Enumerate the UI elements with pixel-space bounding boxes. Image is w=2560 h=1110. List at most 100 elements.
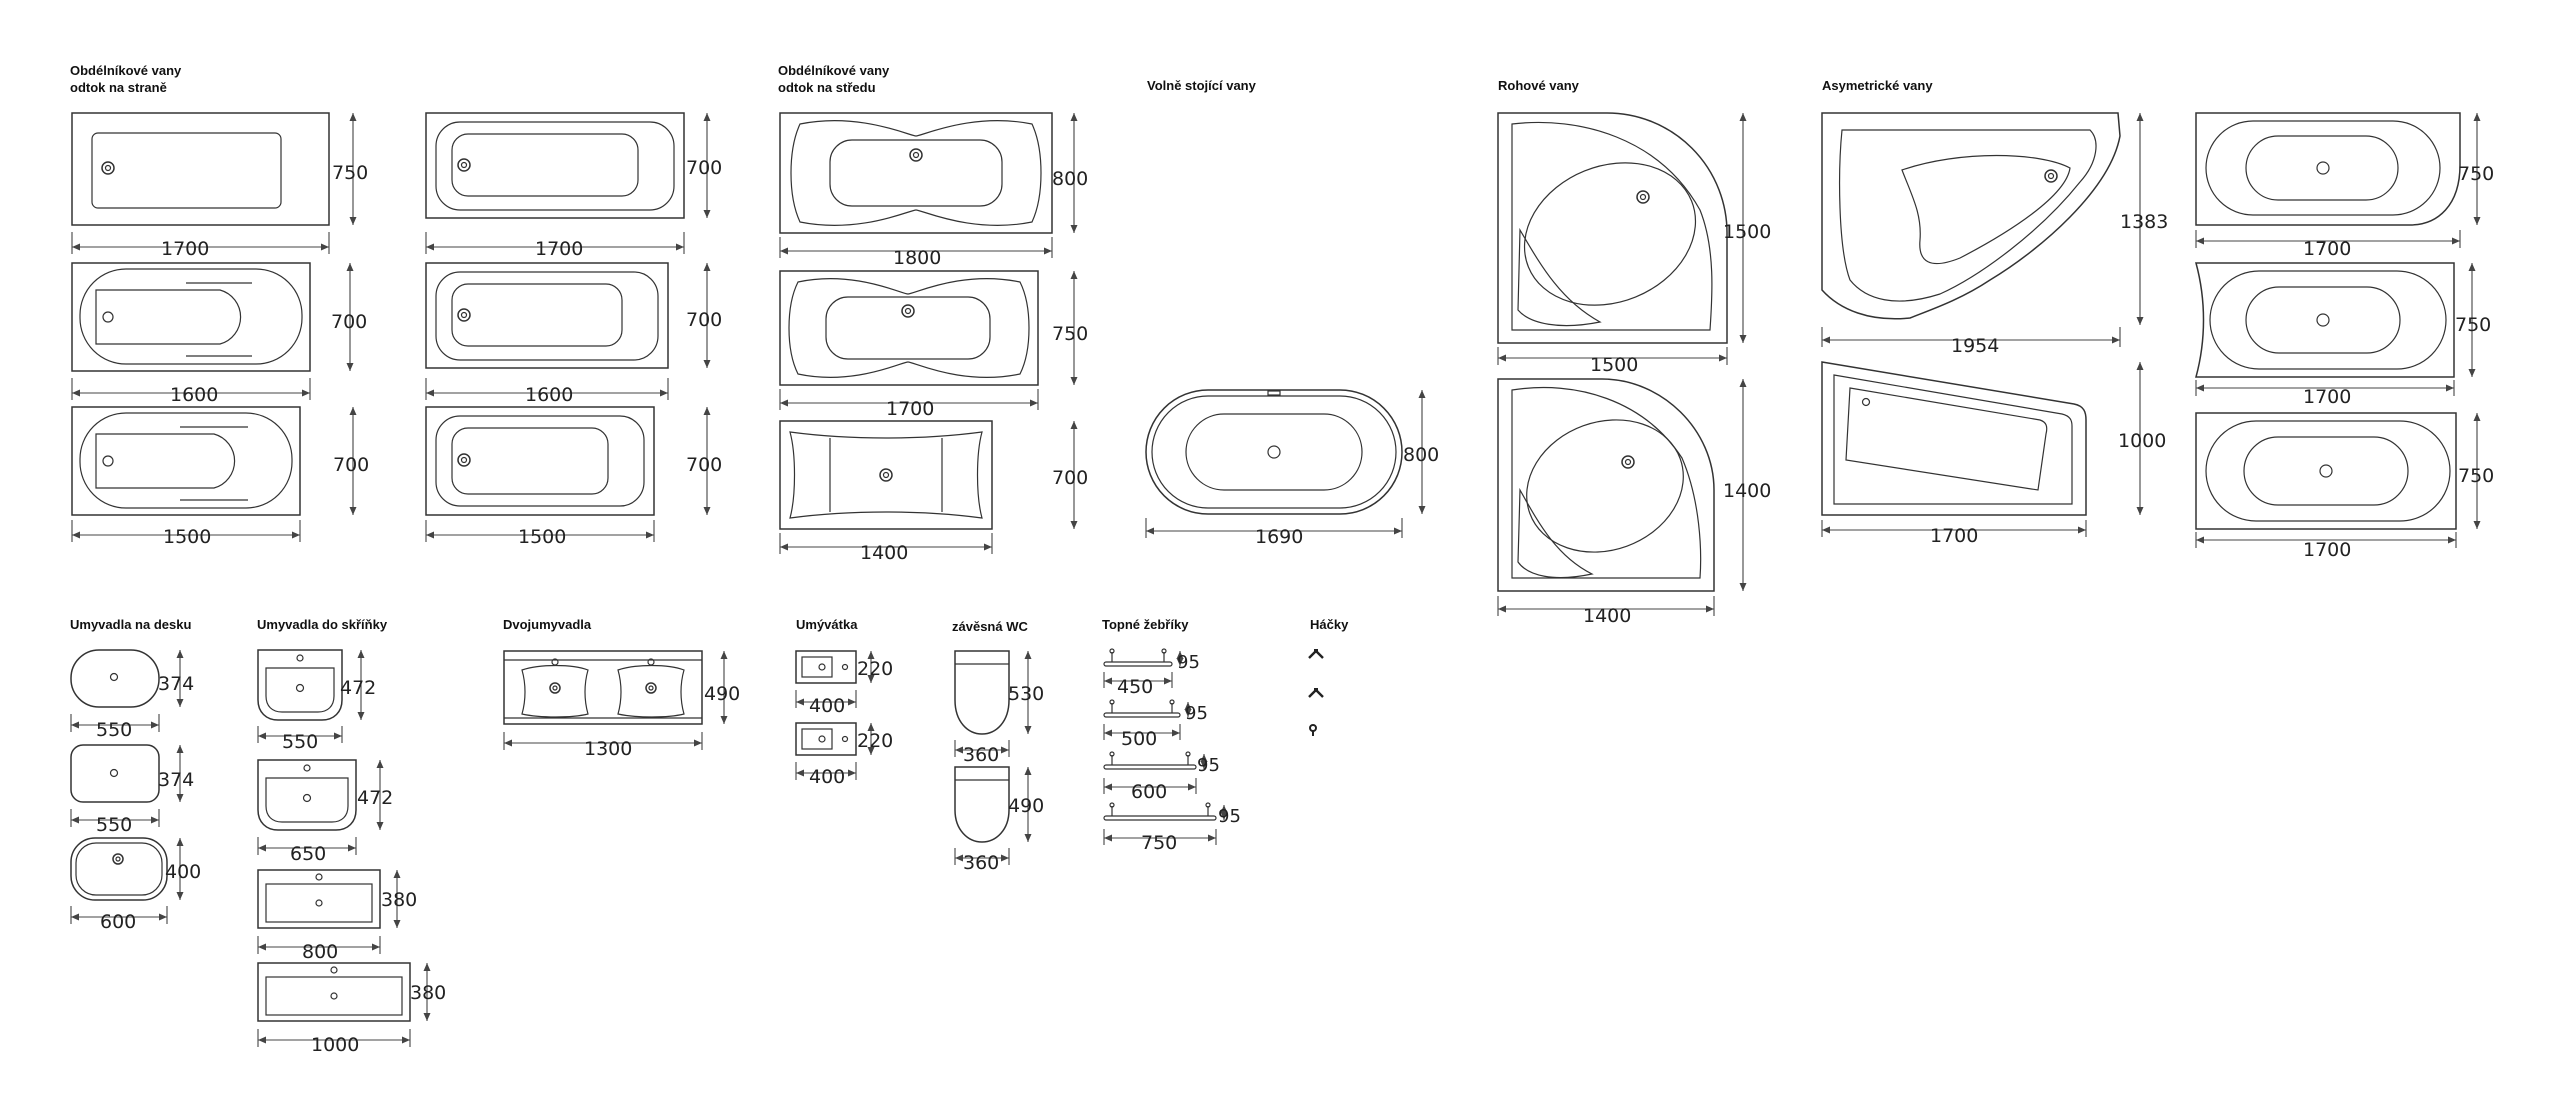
bathtub-corner-1400: 1400 1400 [1497, 378, 1771, 627]
header-freestanding: Volně stojící vany [1147, 78, 1257, 93]
dim-g3-height: 750 [2458, 465, 2494, 487]
basin-cabinet-800: 800 380 [257, 869, 417, 963]
dim-l2-height: 490 [1008, 795, 1044, 817]
dim-b2-width: 1600 [525, 384, 573, 406]
dim-b1-height: 700 [686, 157, 722, 179]
dim-k2-width: 400 [809, 766, 845, 788]
header-towel-rails: Topné žebříky [1102, 617, 1189, 632]
bathtub-asymmetric-1954: 1954 1383 [1821, 112, 2168, 357]
wc-wall-530: 360 530 [954, 650, 1044, 766]
dim-h3-height: 400 [165, 861, 201, 883]
hook-icon [1308, 649, 1324, 659]
dim-g3-width: 1700 [2303, 539, 2351, 561]
header-rect-center-line1: Obdélníkové vany [778, 63, 890, 78]
dim-c3-width: 1400 [860, 542, 908, 564]
wc-wall-490: 360 490 [954, 766, 1044, 874]
bathtub-a1: 1700 750 [71, 112, 368, 260]
bathtub-freestanding: 1690 800 [1145, 389, 1439, 548]
header-small-basins: Umývátka [796, 617, 858, 632]
dim-i2-height: 472 [357, 787, 393, 809]
dim-l2-width: 360 [963, 852, 999, 874]
dim-i3-width: 800 [302, 941, 338, 963]
dim-k2-height: 220 [857, 730, 893, 752]
basin-cabinet-550: 550 472 [257, 649, 376, 753]
hooks [1308, 649, 1324, 736]
dim-h2-width: 550 [96, 814, 132, 836]
dim-c1-width: 1800 [893, 247, 941, 269]
dim-asym2-width: 1700 [1930, 525, 1978, 547]
header-wall-wc: závěsná WC [952, 619, 1028, 634]
dim-i3-height: 380 [381, 889, 417, 911]
header-rect-side-line1: Obdélníkové vany [70, 63, 182, 78]
dim-b2-height: 700 [686, 309, 722, 331]
dim-b3-height: 700 [686, 454, 722, 476]
dim-m4-height: 95 [1218, 806, 1241, 827]
bathtub-a2: 1600 700 [71, 262, 367, 406]
dim-h2-height: 374 [158, 769, 194, 791]
towel-rail-750: 750 95 [1103, 802, 1241, 854]
dim-m1-height: 95 [1177, 652, 1200, 673]
dim-h3-width: 600 [100, 911, 136, 933]
bathtub-asymmetric-1700: 1700 1000 [1821, 361, 2166, 547]
bathtub-b1: 1700 700 [425, 112, 722, 260]
bathtub-b2: 1600 700 [425, 262, 722, 406]
hook-icon [1308, 688, 1324, 698]
basin-countertop-2: 550 374 [70, 744, 194, 836]
dim-m1-width: 450 [1117, 676, 1153, 698]
dim-m2-width: 500 [1121, 728, 1157, 750]
dim-c2-width: 1700 [886, 398, 934, 420]
dim-corner1-width: 1500 [1590, 354, 1638, 376]
dim-a3-width: 1500 [163, 526, 211, 548]
dim-i1-width: 550 [282, 731, 318, 753]
dim-freestanding-height: 800 [1403, 444, 1439, 466]
dim-i2-width: 650 [290, 843, 326, 865]
bathtub-g2: 1700 750 [2195, 262, 2491, 408]
dim-i4-width: 1000 [311, 1034, 359, 1056]
bathtub-g3: 1700 750 [2195, 412, 2494, 561]
dim-g2-height: 750 [2455, 314, 2491, 336]
dim-g1-height: 750 [2458, 163, 2494, 185]
towel-rail-600: 600 95 [1103, 751, 1220, 803]
header-rect-side-line2: odtok na straně [70, 80, 167, 95]
header-rect-center-line2: odtok na středu [778, 80, 876, 95]
basin-small-2: 400 220 [795, 722, 893, 788]
section-headers: Obdélníkové vany odtok na straně Obdélní… [70, 63, 1933, 634]
dim-l1-height: 530 [1008, 683, 1044, 705]
basin-countertop-3: 600 400 [70, 837, 201, 933]
dim-m3-height: 95 [1197, 755, 1220, 776]
dim-corner2-height: 1400 [1723, 480, 1771, 502]
dim-double-height: 490 [704, 683, 740, 705]
dim-g1-width: 1700 [2303, 238, 2351, 260]
dim-b1-width: 1700 [535, 238, 583, 260]
bathtub-a3: 1500 700 [71, 406, 369, 548]
dim-i4-height: 380 [410, 982, 446, 1004]
dim-a2-height: 700 [331, 311, 367, 333]
header-double-basins: Dvojumyvadla [503, 617, 592, 632]
dim-m2-height: 95 [1185, 703, 1208, 724]
basin-cabinet-1000: 1000 380 [257, 962, 446, 1056]
dim-asym2-height: 1000 [2118, 430, 2166, 452]
header-corner: Rohové vany [1498, 78, 1580, 93]
dim-corner1-height: 1500 [1723, 221, 1771, 243]
bathtub-c2: 1700 750 [779, 270, 1088, 420]
dim-corner2-width: 1400 [1583, 605, 1631, 627]
dim-c1-height: 800 [1052, 168, 1088, 190]
dim-a1-height: 750 [332, 162, 368, 184]
basin-small-1: 400 220 [795, 650, 893, 717]
dim-g2-width: 1700 [2303, 386, 2351, 408]
dim-k1-width: 400 [809, 695, 845, 717]
dim-i1-height: 472 [340, 677, 376, 699]
header-cabinet-basins: Umyvadla do skříňky [257, 617, 388, 632]
towel-rail-450: 450 95 [1103, 648, 1200, 698]
dim-b3-width: 1500 [518, 526, 566, 548]
dim-k1-height: 220 [857, 658, 893, 680]
header-asymmetric: Asymetrické vany [1822, 78, 1933, 93]
dim-h1-height: 374 [158, 673, 194, 695]
bathtub-c1: 1800 800 [779, 112, 1088, 269]
basin-cabinet-650: 650 472 [257, 759, 393, 865]
header-hooks: Háčky [1310, 617, 1349, 632]
dim-h1-width: 550 [96, 719, 132, 741]
bathtub-c3: 1400 700 [779, 420, 1088, 564]
dim-m3-width: 600 [1131, 781, 1167, 803]
